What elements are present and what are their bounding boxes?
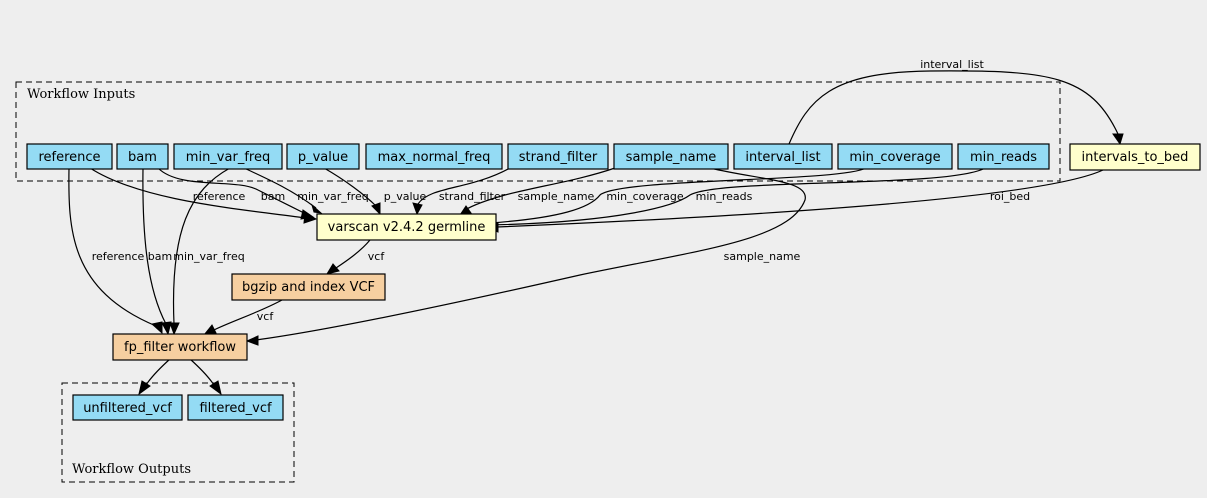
node-varscan[interactable]: varscan v2.4.2 germline (316, 213, 497, 241)
edge-p-value-to-varscan: p_value (323, 167, 427, 216)
node-sample-name[interactable]: sample_name (613, 143, 729, 170)
edge-reference-to-fp-filter: reference (68, 167, 163, 335)
node-strand-filter[interactable]: strand_filter (507, 143, 609, 170)
edge-varscan-to-bgzip: vcf (325, 239, 386, 275)
node-filtered-vcf-label: filtered_vcf (199, 401, 272, 416)
node-varscan-label: varscan v2.4.2 germline (328, 220, 486, 235)
node-intervals-to-bed[interactable]: intervals_to_bed (1069, 143, 1201, 171)
edge-label-bam-fp-filter: bam (148, 250, 172, 263)
node-min-coverage-label: min_coverage (849, 150, 940, 165)
edge-label-sample-name-fp-filter: sample_name (724, 250, 801, 263)
edge-fp-filter-to-unfiltered-vcf (138, 358, 171, 396)
node-sample-name-label: sample_name (626, 150, 717, 165)
node-filtered-vcf[interactable]: filtered_vcf (187, 394, 284, 421)
node-bam-label: bam (128, 150, 157, 165)
node-strand-filter-label: strand_filter (519, 150, 598, 165)
edge-label-vcf-1: vcf (368, 250, 386, 263)
edge-label-reference-fp-filter: reference (92, 250, 145, 263)
node-min-coverage[interactable]: min_coverage (837, 143, 953, 170)
node-intervals-to-bed-label: intervals_to_bed (1082, 150, 1189, 165)
edge-label-vcf-2: vcf (257, 310, 275, 323)
edge-label-interval-list: interval_list (920, 58, 984, 71)
edge-fp-filter-to-filtered-vcf (189, 358, 222, 396)
edge-bam-to-fp-filter: bam (142, 167, 172, 336)
node-bgzip[interactable]: bgzip and index VCF (231, 273, 386, 301)
node-reference[interactable]: reference (26, 143, 113, 170)
node-max-normal-freq[interactable]: max_normal_freq (365, 143, 503, 170)
edge-label-bam-varscan: bam (261, 190, 285, 203)
edge-label-roi-bed: roi_bed (990, 190, 1030, 203)
edge-label-sample-name-varscan: sample_name (518, 190, 595, 203)
edge-interval-list-to-intervals-to-bed: interval_list (788, 58, 1124, 146)
cluster-workflow-outputs: Workflow Outputs (61, 382, 295, 483)
edges: interval_list reference bam min_var_freq… (68, 58, 1124, 396)
node-unfiltered-vcf-label: unfiltered_vcf (83, 401, 172, 416)
edge-label-strand-filter-varscan: strand_filter (439, 190, 506, 203)
edge-bam-to-varscan: bam (157, 167, 315, 220)
edge-label-min-var-freq-varscan: min_var_freq (297, 190, 368, 203)
node-min-var-freq-label: min_var_freq (186, 150, 270, 165)
node-p-value[interactable]: p_value (286, 143, 360, 170)
node-bgzip-label: bgzip and index VCF (242, 280, 375, 295)
edge-min-var-freq-to-fp-filter: min_var_freq (169, 167, 245, 336)
edge-bgzip-to-fp-filter: vcf (202, 299, 283, 336)
edge-label-reference-varscan: reference (193, 190, 246, 203)
node-reference-label: reference (38, 150, 100, 165)
cluster-outputs-label: Workflow Outputs (72, 462, 191, 477)
node-max-normal-freq-label: max_normal_freq (378, 150, 491, 165)
node-min-reads[interactable]: min_reads (957, 143, 1050, 170)
edge-sample-name-to-varscan: sample_name (458, 167, 616, 216)
node-bam[interactable]: bam (116, 143, 169, 170)
edge-label-p-value-varscan: p_value (384, 190, 427, 203)
nodes: reference bam min_var_freq p_value max_n… (26, 143, 1201, 421)
node-p-value-label: p_value (298, 150, 348, 165)
node-interval-list[interactable]: interval_list (733, 143, 833, 170)
cluster-inputs-label: Workflow Inputs (27, 87, 135, 102)
node-min-reads-label: min_reads (970, 150, 1037, 165)
node-unfiltered-vcf[interactable]: unfiltered_vcf (72, 394, 183, 421)
edge-label-min-coverage-varscan: min_coverage (606, 190, 684, 203)
edge-label-min-var-freq-fp-filter: min_var_freq (173, 250, 244, 263)
edge-strand-filter-to-varscan: strand_filter (412, 167, 511, 216)
node-fp-filter[interactable]: fp_filter workflow (112, 333, 248, 361)
edge-label-min-reads-varscan: min_reads (696, 190, 753, 203)
edge-sample-name-to-fp-filter: sample_name (245, 167, 806, 346)
edge-min-var-freq-to-varscan: min_var_freq (243, 167, 369, 214)
cluster-workflow-inputs: Workflow Inputs (15, 81, 1061, 182)
node-interval-list-label: interval_list (745, 150, 820, 165)
node-min-var-freq[interactable]: min_var_freq (173, 143, 283, 170)
node-fp-filter-label: fp_filter workflow (124, 340, 236, 355)
